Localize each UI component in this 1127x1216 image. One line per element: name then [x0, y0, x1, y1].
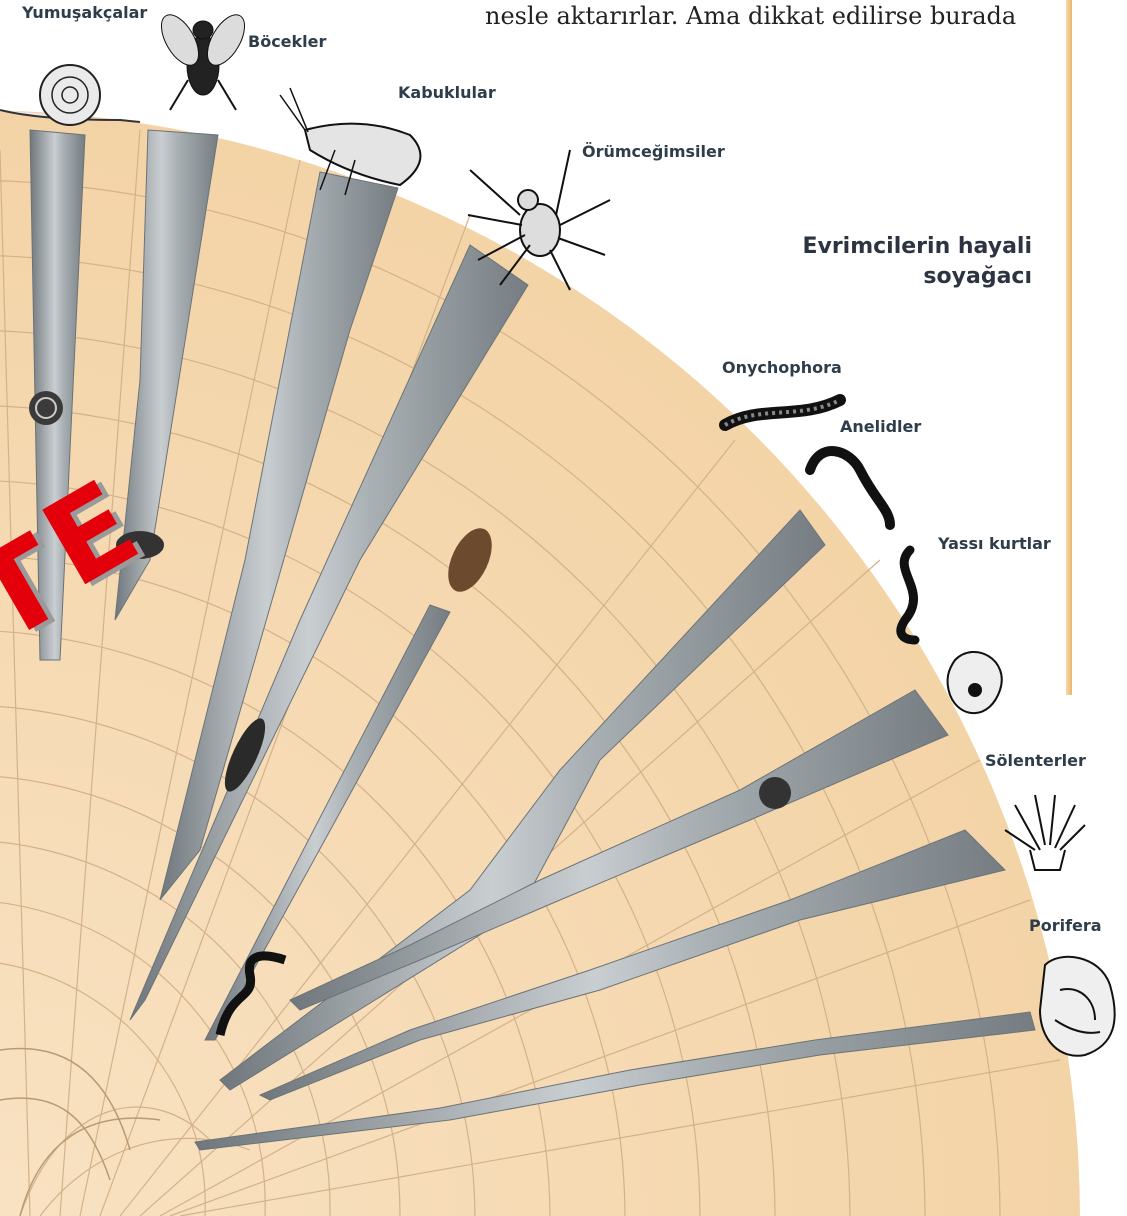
label-onychophora: Onychophora [722, 360, 842, 376]
label-porifera: Porifera [1029, 918, 1102, 934]
label-anelidler: Anelidler [840, 419, 921, 435]
page-edge [1066, 0, 1072, 695]
label-orumcegimsiler: Örümceğimsiler [582, 144, 725, 160]
ammonite-icon [29, 391, 63, 425]
label-yassi-kurtlar: Yassı kurtlar [938, 536, 1051, 552]
label-solenterler: Sölenterler [985, 753, 1086, 769]
diagram-title: Evrimcilerin hayali soyağacı [732, 232, 1032, 292]
title-line-2: soyağacı [732, 262, 1032, 292]
insect-icon [154, 9, 252, 110]
jellyfish-icon [948, 652, 1002, 713]
label-kabuklular: Kabuklular [398, 85, 496, 101]
sponge-icon [1040, 957, 1115, 1056]
label-bocekler: Böcekler [248, 34, 326, 50]
body-text: nesle aktarırlar. Ama dikkat edilirse bu… [485, 2, 1035, 30]
title-line-1: Evrimcilerin hayali [732, 232, 1032, 262]
worm-icon [725, 400, 840, 425]
label-yumusakcalar: Yumuşakçalar [22, 5, 147, 21]
coral-blob-icon [759, 777, 791, 809]
